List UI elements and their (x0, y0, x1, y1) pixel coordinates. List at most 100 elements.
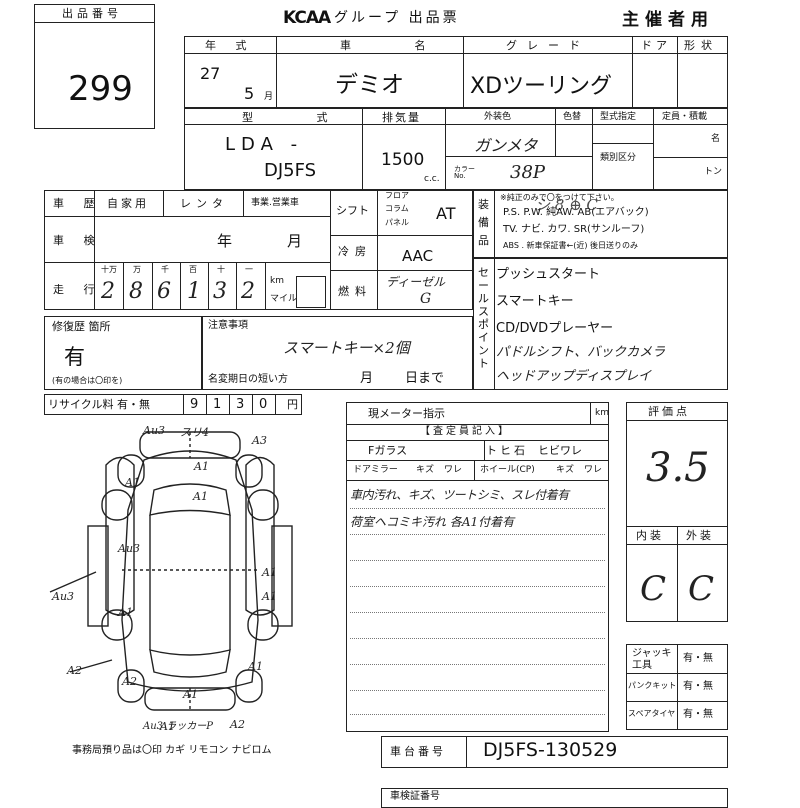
mileage-place-label: 千 (161, 265, 169, 274)
recycle-digit: 1 (213, 397, 222, 412)
mileage-place-label: 十万 (101, 265, 117, 274)
exterior-grade: C (688, 569, 715, 609)
recycle-label: リサイクル料 有・無 (48, 398, 150, 411)
mileage-digit: 3 (213, 279, 227, 304)
damage-mark: Au3 (52, 590, 75, 603)
grade-label: 評価点 (648, 405, 690, 418)
remark-line: 車内汚れ、キズ、ツートシミ、スレ付着有 (350, 488, 569, 502)
inspection-label: 車 検 (53, 234, 103, 247)
inspection-month-unit: 月 (287, 232, 303, 250)
org-brand: KCAA (283, 8, 331, 28)
mileage-digit: 2 (101, 279, 115, 304)
mirror-label: ドアミラー (353, 465, 398, 475)
shift-option: フロア (385, 191, 409, 200)
selling-points-box (473, 258, 728, 390)
chassis-box (381, 736, 728, 768)
selling-point-item: スマートキー (496, 294, 574, 309)
equipment-hand-marks: シ 8 ⊕ C (535, 196, 598, 214)
damage-mark: A1 (118, 606, 133, 619)
mirror-option: キズ (416, 465, 435, 475)
capacity-unit-persons: 名 (711, 134, 721, 144)
damage-mark: スリ4 (180, 426, 209, 439)
fuel-mark: G (420, 291, 432, 307)
color-code: 38P (510, 162, 546, 183)
selling-point-item: CD/DVDプレーヤー (496, 321, 614, 336)
inspector-entry-label: 【査定員記入】 (420, 426, 511, 437)
diagram-footer: 事務局預り品は〇印 カギ リモコン ナビロム (72, 745, 272, 756)
wheel-label: ホイール(CP) (480, 465, 535, 475)
chassis-label: 車台番号 (390, 745, 446, 758)
vehicle-table (184, 36, 728, 108)
equipment-line3: ABS . 新車保証書←(近) 後日送りのみ (503, 241, 639, 250)
glass-option: ヒビワレ (538, 444, 582, 457)
doors-label: ドア (641, 39, 671, 52)
role-label: 主催者用 (622, 10, 714, 30)
name-label: 車 名 (340, 39, 456, 52)
mileage-digit: 6 (157, 279, 171, 304)
selling-point-item: ヘッドアップディスプレイ (496, 369, 652, 384)
meter-label: 現メーター指示 (368, 407, 445, 420)
equipment-line2: TV. ナビ. カワ. SR(サンルーフ) (503, 224, 645, 235)
interior-grade: C (640, 569, 667, 609)
private-use-label: 自家用 (107, 197, 149, 210)
damage-mark: A2 (122, 675, 137, 688)
year-value: 27 (200, 64, 221, 83)
recycle-digit: 3 (236, 397, 245, 412)
rental-label: レンタ (180, 197, 228, 210)
fuel-label: 燃料 (338, 285, 372, 298)
equipment-note: ※純正のみで〇をつけて下さい。 (500, 193, 619, 202)
mileage-place-label: 百 (189, 265, 197, 274)
selling-point-item: パドルシフト、バックカメラ (496, 345, 666, 360)
spare-yesno: 有・無 (683, 709, 713, 720)
recycle-unit: 円 (287, 398, 298, 411)
jack-label: ジャッキ工具 (632, 648, 672, 671)
damage-mark: Au3 (118, 542, 141, 555)
month-unit: 月 (264, 92, 274, 102)
wheel-option: ワレ (584, 465, 603, 475)
aircon-label: 冷房 (338, 245, 372, 258)
repair-note: (有の場合は〇印を) (52, 376, 123, 385)
recycle-digit: 9 (190, 397, 199, 412)
notes-day-unit: 日まで (405, 371, 445, 386)
remark-line: 荷室ヘコミキ汚れ 各A1付着有 (350, 515, 515, 529)
category-label: 類別区分 (600, 153, 637, 163)
jack-yesno: 有・無 (683, 653, 713, 664)
grade-value: XDツーリング (470, 74, 613, 99)
displacement-unit: c.c. (424, 174, 440, 184)
business-use-label: 事業.営業車 (251, 198, 299, 208)
mirror-option: ワレ (444, 465, 463, 475)
glass-option: ト (486, 444, 497, 457)
body-type-label: 形状 (684, 39, 718, 52)
capacity-label: 定員・積載 (662, 112, 708, 122)
selling-points-side-label: セールスポイント (478, 266, 489, 370)
glass-option: 石 (514, 444, 525, 457)
recycle-box (44, 394, 302, 415)
interior-label: 内装 (636, 529, 664, 542)
designation-label: 型式指定 (600, 112, 637, 122)
lot-number: 299 (68, 69, 133, 109)
color-code-label: カラーNo. (454, 165, 475, 180)
puncture-yesno: 有・無 (683, 681, 713, 692)
puncture-kit-label: パンクキット (628, 681, 677, 690)
damage-mark: A1 (193, 490, 208, 503)
history-label: 車 歴 (53, 197, 103, 210)
model-table (184, 108, 728, 190)
mileage-digit: 2 (241, 279, 255, 304)
damage-mark: A1 (125, 476, 140, 489)
repair-box (44, 316, 202, 390)
model-label: 型 式 (242, 111, 358, 124)
chassis-number: DJ5FS-130529 (483, 739, 618, 761)
equipment-line1: P.S. P.W. 純AW. AB(エアバック) (503, 207, 649, 218)
car-body-diagram (49, 431, 293, 711)
meter-unit: km (595, 408, 609, 418)
inspection-year-unit: 年 (217, 232, 233, 250)
color-type-label: 色替 (563, 112, 582, 122)
grade-score: 3.5 (646, 445, 710, 491)
month-value: 5 (244, 84, 255, 103)
damage-mark: A2 (230, 718, 245, 731)
mileage-label: 走 行 (53, 283, 103, 296)
recycle-digit: 0 (259, 397, 268, 412)
mileage-digits: 十万 万 千 百 十 一 2 8 6 1 3 2 (95, 263, 266, 310)
equipment-side-label: 装備品 (478, 198, 489, 247)
displacement-label: 排気量 (382, 111, 421, 124)
